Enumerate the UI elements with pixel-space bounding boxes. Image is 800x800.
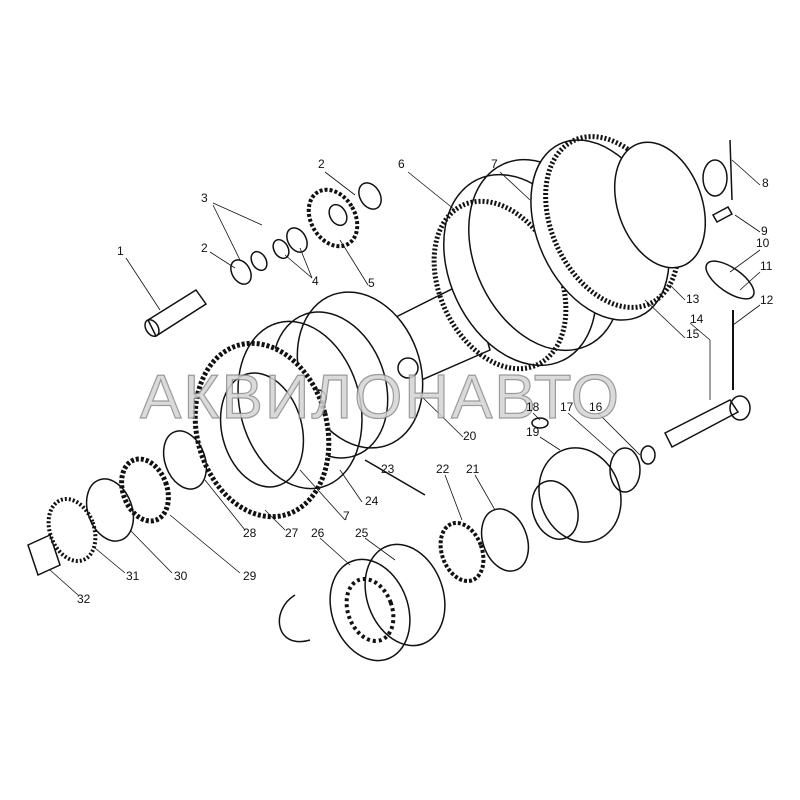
callout-27: 27	[285, 526, 299, 540]
callout-29: 29	[243, 569, 257, 583]
callout-31: 31	[126, 569, 140, 583]
leader-lines	[49, 159, 761, 596]
callout-11: 11	[760, 259, 773, 273]
callout-2b: 2	[201, 241, 208, 255]
callout-14: 14	[690, 312, 704, 326]
callout-2: 2	[318, 157, 325, 171]
callout-24: 24	[365, 494, 379, 508]
callout-32: 32	[77, 592, 91, 606]
callout-6: 6	[398, 157, 405, 171]
screw-part-9	[711, 205, 734, 224]
gear-part-29	[119, 456, 171, 524]
snap-ring-part-24	[237, 320, 363, 490]
callout-21: 21	[466, 462, 480, 476]
callout-4: 4	[312, 274, 319, 288]
pin-part-1	[144, 288, 208, 338]
callout-8: 8	[762, 176, 769, 190]
callout-3: 3	[201, 191, 208, 205]
callout-13: 13	[686, 292, 700, 306]
leader-part-23	[364, 459, 426, 496]
callout-25: 25	[355, 526, 369, 540]
callout-17: 17	[560, 400, 574, 414]
bearing-part-25-26	[329, 543, 446, 662]
callout-16: 16	[589, 400, 603, 414]
ring-part-28	[162, 430, 208, 490]
bolt-head	[729, 395, 751, 421]
washers-part-2-3-4	[230, 182, 382, 285]
flange-hub-part-16-19	[531, 417, 656, 543]
sleeve-part-31	[46, 497, 98, 563]
bolt-part-14	[663, 399, 740, 449]
callout-7b: 7	[343, 509, 350, 523]
large-gear-part-27	[192, 340, 332, 520]
callout-5: 5	[368, 276, 375, 290]
callout-23: 23	[381, 462, 395, 476]
callout-30: 30	[174, 569, 188, 583]
lock-part-10-11	[705, 260, 755, 300]
callout-9: 9	[761, 224, 768, 238]
ring-part-22	[438, 520, 486, 584]
callout-18: 18	[526, 400, 540, 414]
flange-plate-part-13	[613, 141, 728, 269]
callout-10: 10	[756, 236, 770, 250]
callout-28: 28	[243, 526, 257, 540]
splined-sleeve-part-32	[27, 533, 61, 577]
planet-gear-part-5	[306, 187, 360, 249]
callout-20: 20	[463, 429, 477, 443]
ring-part-21	[480, 508, 530, 572]
callout-1: 1	[117, 244, 124, 258]
rotation-arrow-icon	[278, 594, 311, 643]
callout-19: 19	[526, 425, 540, 439]
callout-22: 22	[436, 462, 450, 476]
callout-26: 26	[311, 526, 325, 540]
watermark: АКВИЛОНАВТО	[139, 362, 621, 432]
callout-15: 15	[686, 327, 700, 341]
callout-7: 7	[491, 157, 498, 171]
callout-12: 12	[760, 293, 774, 307]
rod-part-8	[729, 139, 733, 201]
